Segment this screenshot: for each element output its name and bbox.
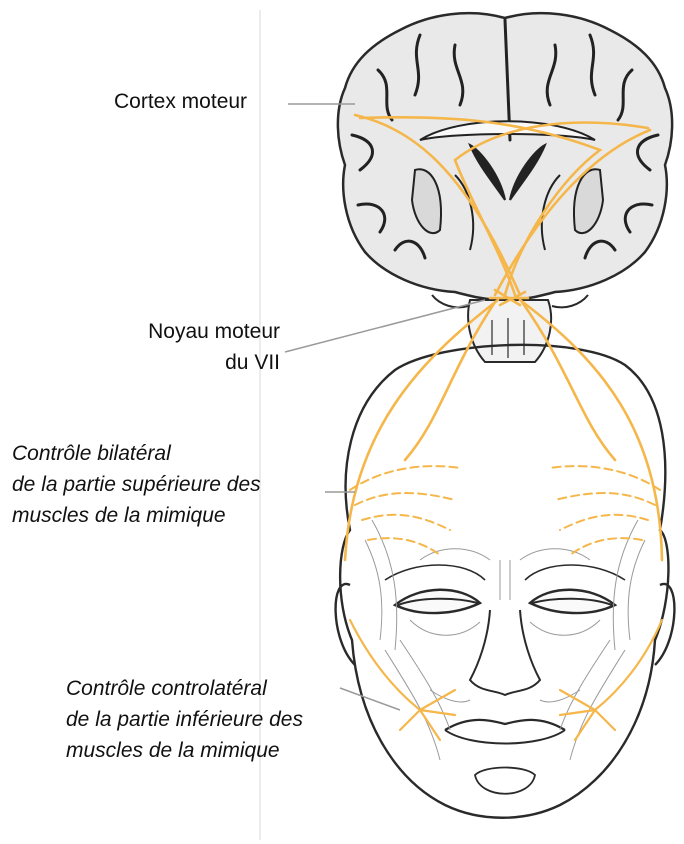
leader-noyau	[285, 300, 485, 352]
label-noyau-line2: du VII	[118, 347, 280, 378]
label-bilateral-line2: de la partie supérieure des	[12, 469, 261, 500]
label-noyau-line1: Noyau moteur	[118, 316, 280, 347]
label-controle-bilateral: Contrôle bilatéral de la partie supérieu…	[12, 438, 261, 531]
label-noyau-moteur: Noyau moteur du VII	[118, 316, 280, 378]
label-bilateral-line1: Contrôle bilatéral	[12, 438, 261, 469]
brainstem-illustration	[432, 295, 588, 362]
leader-controlateral	[340, 688, 400, 710]
label-cortex-moteur: Cortex moteur	[114, 86, 247, 117]
brain-coronal-section-illustration	[338, 13, 672, 300]
label-contro-line1: Contrôle controlatéral	[66, 673, 303, 704]
label-bilateral-line3: muscles de la mimique	[12, 500, 261, 531]
label-controle-controlateral: Contrôle controlatéral de la partie infé…	[66, 673, 303, 766]
lower-face-branches	[350, 620, 662, 740]
label-contro-line3: muscles de la mimique	[66, 735, 303, 766]
label-contro-line2: de la partie inférieure des	[66, 704, 303, 735]
upper-face-branches	[350, 466, 660, 555]
